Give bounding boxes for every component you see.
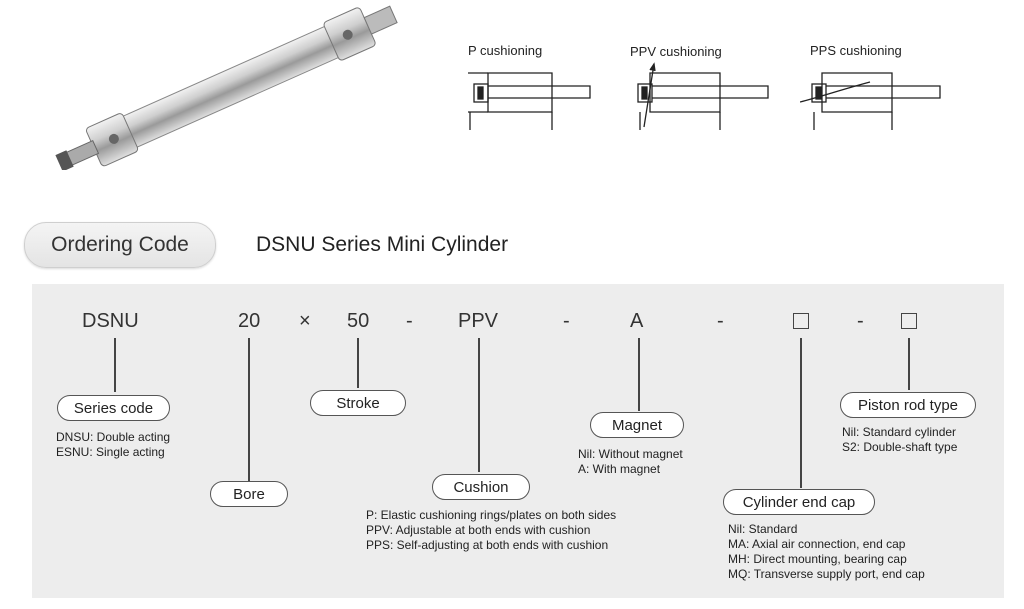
code-dash-1: - [406, 310, 413, 332]
stroke-connector [357, 338, 359, 388]
cushion-label: Cushion [432, 474, 530, 500]
code-magnet: A [630, 310, 644, 332]
ordering-code-panel [32, 284, 1004, 598]
code-bore: 20 [238, 310, 261, 332]
code-dash-3: - [717, 310, 724, 332]
series-code-desc: DNSU: Double acting ESNU: Single acting [56, 430, 171, 459]
piston-rod-label: Piston rod type [840, 392, 976, 418]
end-cap-connector [800, 338, 802, 488]
code-end-cap-box [793, 313, 809, 329]
code-dash-2: - [563, 310, 570, 332]
stroke-label: Stroke [310, 390, 406, 416]
cylinder-product-image [55, 5, 398, 170]
code-stroke: 50 [347, 310, 370, 332]
pps-cushioning-label: PPS cushioning [810, 43, 902, 58]
bore-connector [248, 338, 250, 482]
ppv-cushioning-label: PPV cushioning [630, 44, 722, 59]
magnet-label: Magnet [590, 412, 684, 438]
code-piston-rod-box [901, 313, 917, 329]
cushion-desc: P: Elastic cushioning rings/plates on bo… [366, 508, 617, 552]
code-cushion: PPV [458, 310, 499, 332]
code-series: DSNU [82, 310, 139, 332]
ppv-cushioning-symbol [637, 62, 769, 130]
end-cap-desc: Nil: Standard MA: Axial air connection, … [728, 522, 925, 581]
magnet-connector [638, 338, 640, 411]
piston-rod-connector [908, 338, 910, 390]
series-title: DSNU Series Mini Cylinder [256, 233, 509, 256]
pps-cushioning-symbol [800, 72, 941, 130]
series-code-label: Series code [57, 395, 170, 421]
end-cap-label: Cylinder end cap [723, 489, 875, 515]
bore-label: Bore [210, 481, 288, 507]
p-cushioning-label: P cushioning [468, 43, 543, 58]
p-cushioning-symbol [468, 72, 591, 130]
piston-rod-desc: Nil: Standard cylinder S2: Double-shaft … [842, 425, 958, 454]
code-dash-4: - [857, 310, 864, 332]
cushion-connector [478, 338, 480, 472]
series-connector [114, 338, 116, 392]
code-times: × [299, 310, 311, 332]
ordering-code-badge: Ordering Code [24, 222, 216, 268]
magnet-desc: Nil: Without magnet A: With magnet [578, 447, 683, 476]
